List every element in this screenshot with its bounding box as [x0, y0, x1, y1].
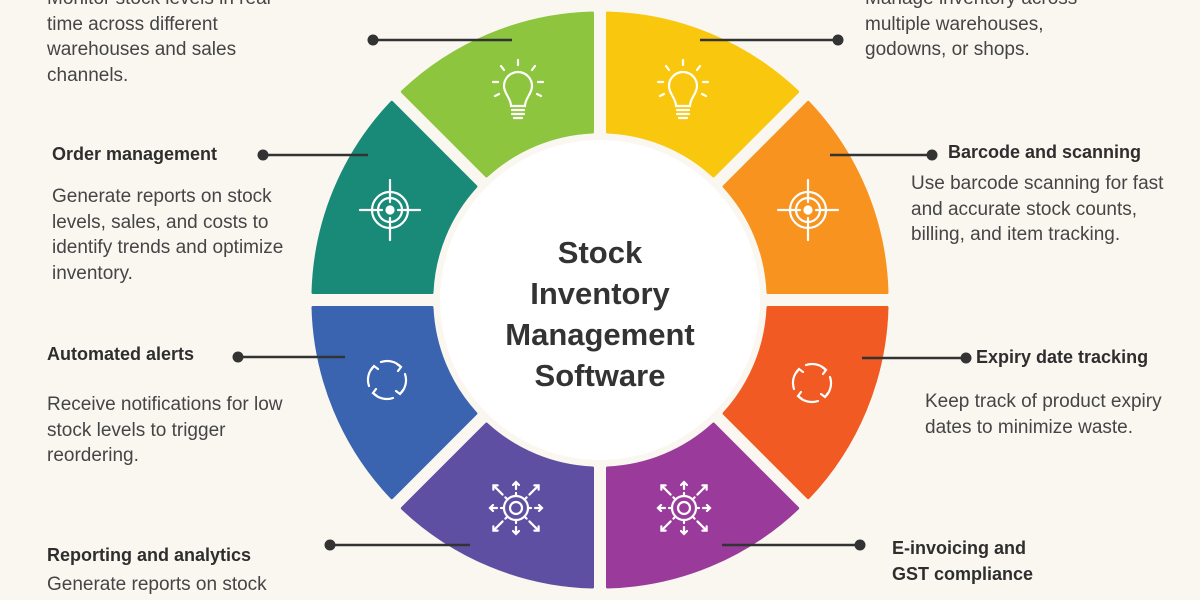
feature-e-invoicing: E-invoicing and GST compliance	[892, 535, 1062, 587]
feature-description: Receive notifications for low stock leve…	[47, 394, 283, 466]
wheel-segment	[722, 306, 889, 500]
feature-automated-alerts: Automated alerts Receive notifications f…	[47, 344, 307, 469]
lightbulb-icon	[656, 58, 710, 120]
connector-dot	[960, 352, 972, 364]
center-circle	[440, 140, 760, 460]
lightbulb-icon	[491, 58, 545, 120]
feature-description: Generate reports on stock	[47, 574, 267, 595]
connector-dot	[854, 539, 866, 551]
feature-barcode-scanning: Barcode and scanning Use barcode scannin…	[911, 142, 1181, 248]
gear-arrows-icon	[656, 480, 712, 536]
feature-heading: Reporting and analytics	[47, 545, 252, 565]
feature-order-management: Order management Generate reports on sto…	[52, 144, 302, 286]
feature-heading: Automated alerts	[47, 344, 195, 364]
feature-description: Use barcode scanning for fast and accura…	[911, 173, 1164, 245]
feature-top-left: Monitor stock levels in real time across…	[47, 0, 307, 88]
feature-description: Generate reports on stock levels, sales,…	[52, 186, 284, 284]
feature-description: Keep track of product expiry dates to mi…	[925, 391, 1162, 438]
connector-dot	[367, 34, 379, 46]
connector-dot	[926, 149, 938, 161]
wheel-segment	[311, 100, 478, 294]
feature-description: Monitor stock levels in real time across…	[47, 0, 271, 86]
center-title: Stock Inventory Management Software	[505, 235, 695, 393]
feature-reporting-analytics: Reporting and analytics Generate reports…	[47, 545, 347, 598]
feature-top-right: Manage inventory across multiple warehou…	[865, 0, 1105, 63]
feature-heading: Expiry date tracking	[976, 347, 1149, 367]
feature-heading: Barcode and scanning	[948, 142, 1142, 162]
wheel-segment	[606, 422, 800, 589]
cycle-arrows-icon	[791, 362, 833, 404]
wheel-segment	[400, 422, 594, 589]
connector-dot	[232, 351, 244, 363]
connector-dot	[832, 34, 844, 46]
feature-heading: Order management	[52, 144, 218, 164]
feature-heading: E-invoicing and GST compliance	[892, 538, 1034, 584]
cycle-arrows-icon	[366, 359, 408, 401]
connector-dot	[257, 149, 269, 161]
target-icon	[776, 178, 840, 242]
gear-arrows-icon	[488, 480, 544, 536]
connector-lines	[232, 34, 972, 551]
feature-description: Manage inventory across multiple warehou…	[865, 0, 1077, 60]
connector-dot	[324, 539, 336, 551]
target-icon	[358, 178, 422, 242]
wheel-segment	[311, 306, 478, 500]
feature-expiry-tracking: Expiry date tracking Keep track of produ…	[925, 347, 1185, 440]
